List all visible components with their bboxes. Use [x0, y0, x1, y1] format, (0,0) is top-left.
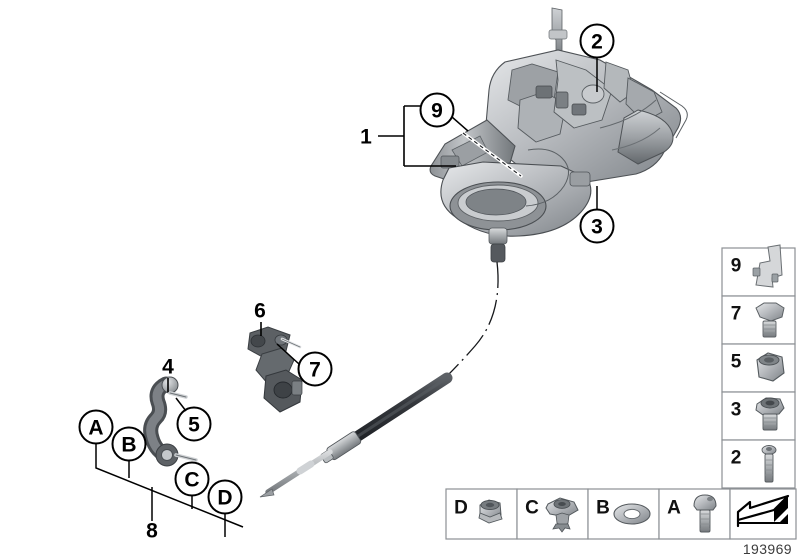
callout-A-circle	[78, 409, 114, 445]
legend-bottom-box-A[interactable]: A	[658, 488, 731, 540]
legend-right-label-5: 5	[731, 352, 742, 373]
legend-bottom-label-A: A	[667, 498, 681, 519]
hex-bolt-icon	[755, 302, 785, 338]
callout-7-circle	[297, 351, 333, 387]
callout-B-circle	[111, 426, 147, 462]
callout-6-label: 6	[254, 300, 266, 323]
callout-7-leader	[276, 343, 300, 365]
legend-right-label-9: 9	[731, 256, 742, 277]
callout-3-circle	[579, 208, 615, 244]
legend-right-box-2[interactable]: 2	[721, 439, 796, 489]
legend-bottom-box-C[interactable]: C	[516, 488, 589, 540]
selector-lever-illustration	[143, 376, 198, 467]
legend-right-box-7[interactable]: 7	[721, 295, 796, 345]
diagram-id-number: 193969	[742, 541, 792, 557]
callout-D-circle	[207, 479, 243, 515]
long-bolt-icon	[761, 445, 777, 483]
callout-9-circle	[419, 92, 455, 128]
bowden-cable-illustration	[259, 261, 499, 498]
direction-arrow-icon	[736, 494, 790, 528]
collar-nut-icon	[478, 499, 503, 524]
callout-A-label: A	[88, 417, 103, 440]
callout-C-label: C	[184, 469, 199, 492]
callout-C-circle	[174, 461, 210, 497]
callout-8-label: 8	[146, 520, 158, 543]
flat-washer-icon	[613, 503, 651, 525]
legend-bottom-label-B: B	[596, 498, 610, 519]
round-head-bolt-icon	[693, 494, 717, 533]
legend-right-box-9[interactable]: 9	[721, 244, 796, 297]
hex-nut-icon	[756, 352, 785, 382]
callout-5-leader	[175, 397, 187, 412]
legend-bottom-label-C: C	[525, 498, 539, 519]
cable-bracket-illustration	[247, 326, 303, 413]
shift-module-illustration	[429, 7, 688, 263]
legend-right-label-2: 2	[731, 448, 742, 469]
callout-5-circle	[176, 406, 212, 442]
legend-right-box-3[interactable]: 3	[721, 391, 796, 441]
legend-right-label-7: 7	[731, 304, 742, 325]
callout-2-label: 2	[591, 31, 603, 54]
callout-group-8-bracket	[95, 444, 244, 537]
callout-9-leader	[451, 116, 469, 132]
callout-7-label: 7	[309, 359, 321, 382]
legend-bottom-box-B[interactable]: B	[587, 488, 660, 540]
legend-bottom-box-direction[interactable]	[729, 488, 797, 540]
legend-bottom-label-D: D	[454, 498, 468, 519]
legend-bottom-box-D[interactable]: D	[445, 488, 518, 540]
legend-right-box-5[interactable]: 5	[721, 343, 796, 393]
clip-bracket-icon	[752, 244, 783, 288]
callout-4-label: 4	[162, 356, 174, 379]
callout-D-label: D	[217, 487, 232, 510]
callout-3-label: 3	[591, 216, 603, 239]
callout-2-circle	[579, 23, 615, 59]
callout-1-label: 1	[360, 126, 372, 149]
callout-B-label: B	[121, 434, 136, 457]
callout-5-label: 5	[188, 414, 200, 437]
flange-nut-plate-icon	[545, 497, 579, 533]
bushing-icon	[755, 397, 785, 431]
callout-9-label: 9	[431, 100, 443, 123]
legend-right-label-3: 3	[731, 400, 742, 421]
